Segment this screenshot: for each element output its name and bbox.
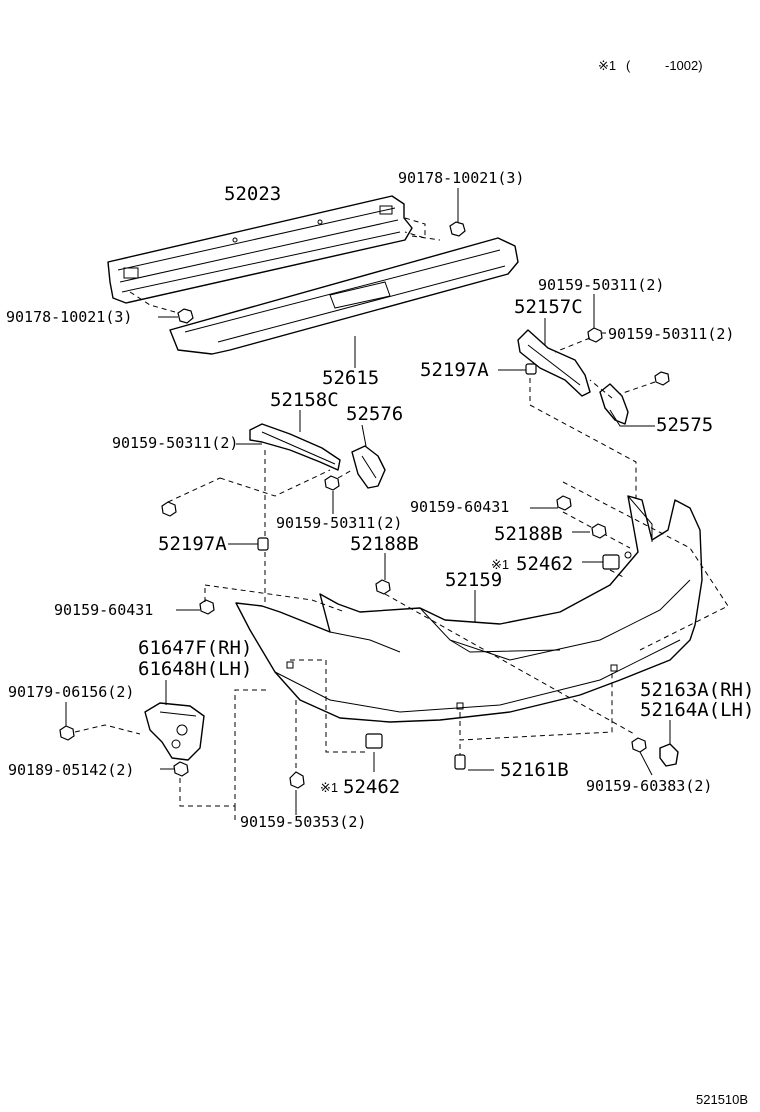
label-lower-bolt: 90159-50353(2)	[240, 813, 366, 831]
label-retainer-lh: 52158C	[270, 389, 339, 411]
label-mudguard-bolt: 90159-60383(2)	[586, 777, 712, 795]
reflector-bracket[interactable]	[144, 680, 205, 761]
header-note: ※1 ( -1002)	[598, 58, 703, 73]
label-reflector-nut: 90189-05142(2)	[8, 761, 134, 779]
label-absorber: 52615	[322, 367, 379, 389]
illustration-code: 521510B	[696, 1092, 748, 1107]
label-retainer-rh: 52157C	[514, 296, 583, 318]
label-cover: 52159	[445, 569, 502, 591]
bumper-cover[interactable]	[235, 495, 703, 723]
push-clip-icon	[525, 363, 537, 375]
bumper-energy-absorber[interactable]	[169, 237, 519, 355]
push-clip-icon	[257, 537, 269, 551]
label-bracket-rh: 52575	[656, 414, 713, 436]
label-nut-square-upper: 52462	[516, 553, 573, 575]
callout-labels: 52023 90178-10021(3) 90178-10021(3) 5261…	[6, 169, 754, 831]
label-mudguard-lh: 52164A(LH)	[640, 699, 754, 721]
hex-bolt-icon	[631, 737, 647, 753]
label-retainer-lh-bolt-left: 90159-50311(2)	[112, 434, 238, 452]
label-nut-square-lower: 52462	[343, 776, 400, 798]
label-screw-upper: 90159-60431	[410, 498, 509, 516]
square-nut-icon	[602, 554, 620, 570]
mudguard[interactable]	[631, 720, 679, 776]
hex-bolt-icon	[556, 495, 572, 511]
hex-nut-icon	[173, 761, 189, 777]
label-mudguard-rh: 52163A(RH)	[640, 679, 754, 701]
push-clip-icon	[454, 754, 466, 770]
bumper-reinforcement[interactable]	[107, 195, 413, 304]
hex-bolt-icon	[199, 599, 215, 615]
label-bracket-lh: 52576	[346, 403, 403, 425]
label-reinforcement: 52023	[224, 183, 281, 205]
label-nut-square-upper-mark: ※1	[491, 557, 509, 572]
label-retainer-lh-bolt-mid: 90159-50311(2)	[276, 514, 402, 532]
label-reinforcement-nut-lower: 90178-10021(3)	[6, 308, 132, 326]
note-mark: ※1	[598, 58, 616, 73]
hex-bolt-icon	[161, 501, 177, 517]
retainer-rh[interactable]	[517, 329, 591, 397]
bracket-rh[interactable]	[599, 383, 629, 425]
square-nut-icon	[365, 733, 383, 749]
label-nut-square-lower-mark: ※1	[320, 780, 338, 795]
label-retainer-rh-bolt-side: 90159-50311(2)	[608, 325, 734, 343]
label-reinforcement-nut-upper: 90178-10021(3)	[398, 169, 524, 187]
label-reflector-bolt: 90179-06156(2)	[8, 683, 134, 701]
label-grommet-rh: 52188B	[494, 523, 563, 545]
hex-bolt-icon	[587, 327, 603, 343]
label-screw-left: 90159-60431	[54, 601, 153, 619]
reflector-fasteners	[59, 689, 270, 820]
label-clip-lh: 52197A	[158, 533, 227, 555]
hex-nut-icon	[449, 221, 466, 237]
hex-bolt-icon	[324, 475, 340, 491]
retainer-rh-fasteners	[498, 294, 670, 500]
label-clip-lower: 52161B	[500, 759, 569, 781]
retainer-lh[interactable]	[249, 423, 341, 471]
label-retainer-rh-bolt-upper: 90159-50311(2)	[538, 276, 664, 294]
label-clip-rh: 52197A	[420, 359, 489, 381]
bumper-cover-leaders	[176, 481, 729, 815]
reinforcement-nut-lower[interactable]	[129, 291, 194, 324]
hex-bolt-icon	[59, 725, 75, 741]
hex-bolt-icon	[591, 523, 607, 539]
reinforcement-nut-upper[interactable]	[404, 188, 466, 241]
hex-bolt-icon	[289, 771, 305, 789]
label-reflector-rh: 61647F(RH)	[138, 637, 252, 659]
bracket-lh[interactable]	[351, 445, 386, 489]
retainer-lh-fasteners	[161, 410, 367, 605]
hex-nut-icon	[177, 308, 194, 324]
hex-bolt-icon	[375, 579, 391, 595]
label-reflector-lh: 61648H(LH)	[138, 658, 252, 680]
note-range: -1002)	[665, 58, 703, 73]
hex-bolt-icon	[654, 371, 670, 386]
note-open: (	[626, 58, 631, 73]
label-grommet-lh: 52188B	[350, 533, 419, 555]
